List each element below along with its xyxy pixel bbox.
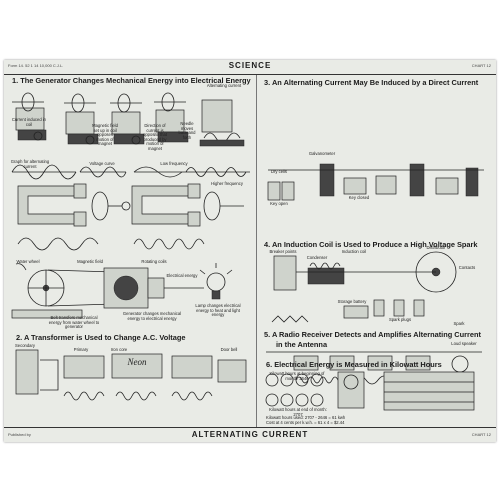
alternating-current-coil <box>199 99 245 147</box>
label-dry-cells: Dry cells <box>270 169 288 174</box>
ac-graph <box>11 164 250 180</box>
section-5-title: 5. A Radio Receiver Detects and Amplifie… <box>264 330 481 339</box>
light-bulb <box>199 263 233 300</box>
u-magnet-generator-1 <box>17 183 131 227</box>
section-4-title: 4. An Induction Coil is Used to Produce … <box>264 240 478 249</box>
label-higher-frequency: Higher frequency <box>211 181 243 186</box>
label-magnetic-field-2: Magnetic field <box>77 259 103 264</box>
transformer-diagrams <box>15 349 247 401</box>
label-cost: Cost at 4 cents per k.w.h. = 61 x 4 = $2… <box>266 420 345 425</box>
label-spark: Spark <box>453 321 465 326</box>
generator-demo-1 <box>12 92 47 141</box>
kilowatt-meters <box>265 371 475 411</box>
u-magnet-generator-2 <box>131 183 244 227</box>
label-induction-coil: Induction coil <box>341 249 367 254</box>
label-condenser: Condenser <box>306 255 328 260</box>
water-wheel <box>11 263 83 319</box>
label-spark-plugs: Spark plugs <box>388 317 412 322</box>
generator-machine <box>103 267 204 309</box>
label-magnetic-field: Magnetic field set up in coil opposes mo… <box>92 123 118 147</box>
science-wall-chart: Form 14. 52 1 14 10,000 C.J.L. SCIENCE C… <box>4 60 496 442</box>
section-1-title: 1. The Generator Changes Mechanical Ener… <box>12 76 251 85</box>
label-kilowatt-used: Kilowatt hours used: 2707 - 2646 = 61 kw… <box>266 415 346 420</box>
label-low-frequency: Low frequency <box>160 161 188 166</box>
label-alternating-current: Alternating current <box>206 83 242 88</box>
label-neon: Neon <box>127 357 147 367</box>
label-current-induced: Current induced in coil <box>11 117 47 127</box>
label-primary: Primary <box>73 347 89 352</box>
label-iron-core: Iron core <box>110 347 128 352</box>
section-3-title: 3. An Alternating Current May Be Induced… <box>264 78 479 87</box>
footer-left-text: Published by <box>8 432 31 437</box>
label-kilowatt-end: Kilowatt hours at end of month: 2707 <box>269 407 327 417</box>
label-voltage-curve: Voltage curve <box>89 161 115 166</box>
header-left-text: Form 14. 52 1 14 10,000 C.J.L. <box>8 63 64 68</box>
chart-footer-title: ALTERNATING CURRENT <box>191 430 309 439</box>
label-key-closed: Key closed <box>348 195 370 200</box>
induction-coil-diagram <box>271 251 457 323</box>
label-electrical-energy: Electrical energy <box>166 273 198 278</box>
label-direction-current: Direction of current is opposite that pr… <box>143 123 167 151</box>
label-belt: Belt transfers mechanical energy from wa… <box>48 315 100 330</box>
generator-demo-4 <box>154 92 189 143</box>
column-divider <box>256 75 257 427</box>
label-loud-speaker: Loud speaker <box>451 341 477 346</box>
label-generator-changes: Generator changes mechanical energy to e… <box>122 311 182 321</box>
chart-footer: Published by ALTERNATING CURRENT CHART 1… <box>4 427 496 442</box>
footer-right-text: CHART 12 <box>471 432 491 437</box>
dc-induction-diagrams <box>267 163 484 201</box>
label-door-bell: Door bell <box>220 347 238 352</box>
label-breaker-points: Breaker points <box>269 249 297 254</box>
section-2-title: 2. A Transformer is Used to Change A.C. … <box>16 333 186 342</box>
wave-high <box>133 238 205 250</box>
label-galvanometer: Galvanometer <box>308 151 336 156</box>
section-5-subtitle: in the Antenna <box>276 340 328 349</box>
label-kilowatt-begin: Kilowatt hours at beginning of month: 26… <box>269 371 325 381</box>
label-water-wheel: Water wheel <box>16 259 40 264</box>
generator-demo-2 <box>64 93 99 145</box>
chart-header-title: SCIENCE <box>228 61 272 70</box>
chart-header: Form 14. 52 1 14 10,000 C.J.L. SCIENCE C… <box>4 60 496 75</box>
header-right-text: CHART 12 <box>471 63 491 68</box>
label-distributor: Distributor <box>426 245 446 250</box>
label-secondary: Secondary <box>14 343 36 348</box>
diagram-artwork <box>11 92 484 411</box>
label-lamp-changes: Lamp changes electrical energy to heat a… <box>195 303 241 318</box>
label-storage-battery: Storage battery <box>337 299 367 304</box>
label-contacts: Contacts <box>458 265 476 270</box>
label-needle-moves: Needle moves back and forth <box>178 121 196 140</box>
label-graph-ac: Graph for alternating current <box>10 159 50 169</box>
belt <box>47 269 115 307</box>
radio-receiver-diagram <box>266 351 482 385</box>
section-6-title: 6. Electrical Energy is Measured in Kilo… <box>266 360 442 369</box>
generator-demo-3 <box>110 93 145 145</box>
label-key-open: Key open <box>270 201 288 206</box>
label-rotating-coils: Rotating coils <box>141 259 167 264</box>
wave-low <box>17 237 99 251</box>
